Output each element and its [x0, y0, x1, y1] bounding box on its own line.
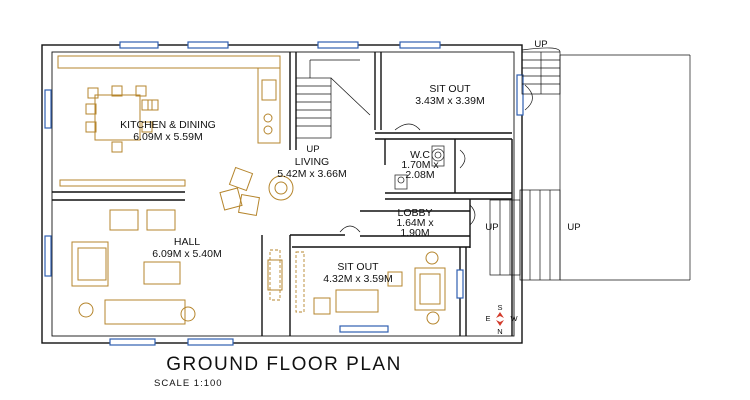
interior-walls: [52, 52, 513, 336]
lobby-size-a: 1.64M x: [396, 217, 434, 229]
kitchen-furniture: [57, 55, 281, 187]
title-block: GROUND FLOOR PLAN SCALE 1:100: [154, 354, 402, 389]
compass-n: N: [497, 327, 502, 336]
right-up-label-2: UP: [485, 222, 498, 233]
sitout-top-size: 3.43M x 3.39M: [415, 95, 484, 107]
sitout-top-name: SIT OUT: [429, 83, 471, 95]
wc-size-b: 2.08M: [405, 169, 434, 181]
drawing-title: GROUND FLOOR PLAN: [166, 354, 402, 375]
living-size: 5.42M x 3.66M: [277, 168, 346, 180]
inner-staircase: [295, 59, 371, 139]
right-up-label: UP: [567, 222, 580, 233]
lobby-size-b: 1.90M: [400, 227, 429, 239]
stair-up-labels: UP UP UP UP: [306, 39, 580, 233]
sitout-bottom-furniture: [295, 251, 446, 325]
compass-s: S: [497, 303, 502, 312]
living-name: LIVING: [295, 156, 329, 168]
wc-name: W.C: [410, 149, 430, 161]
hall-size: 6.09M x 5.40M: [152, 248, 221, 260]
lobby-name: LOBBY: [397, 207, 432, 219]
wc-fixtures: [394, 145, 445, 190]
kitchen-size: 6.09M x 5.59M: [133, 131, 202, 143]
windows: [44, 41, 524, 346]
right-steps: [489, 54, 691, 281]
compass: S E W N: [485, 303, 518, 336]
doors: [339, 84, 533, 233]
compass-w: W: [510, 314, 518, 323]
living-furniture: [219, 166, 294, 217]
top-right-steps: [521, 47, 561, 95]
sitout-bottom-size: 4.32M x 3.59M: [323, 273, 392, 285]
hall-name: HALL: [174, 236, 200, 248]
sitout-bottom-name: SIT OUT: [337, 261, 379, 273]
wc-size-a: 1.70M x: [401, 159, 439, 171]
top-right-up-label: UP: [534, 39, 547, 50]
compass-e: E: [485, 314, 490, 323]
room-labels: KITCHEN & DINING 6.09M x 5.59M LIVING 5.…: [120, 83, 485, 285]
kitchen-name: KITCHEN & DINING: [120, 119, 216, 131]
hall-furniture: [71, 209, 283, 325]
outer-walls: [41, 44, 523, 344]
drawing-scale: SCALE 1:100: [154, 378, 223, 389]
inner-stair-up-label: UP: [306, 144, 319, 155]
compass-arrow-icon: [496, 312, 504, 318]
